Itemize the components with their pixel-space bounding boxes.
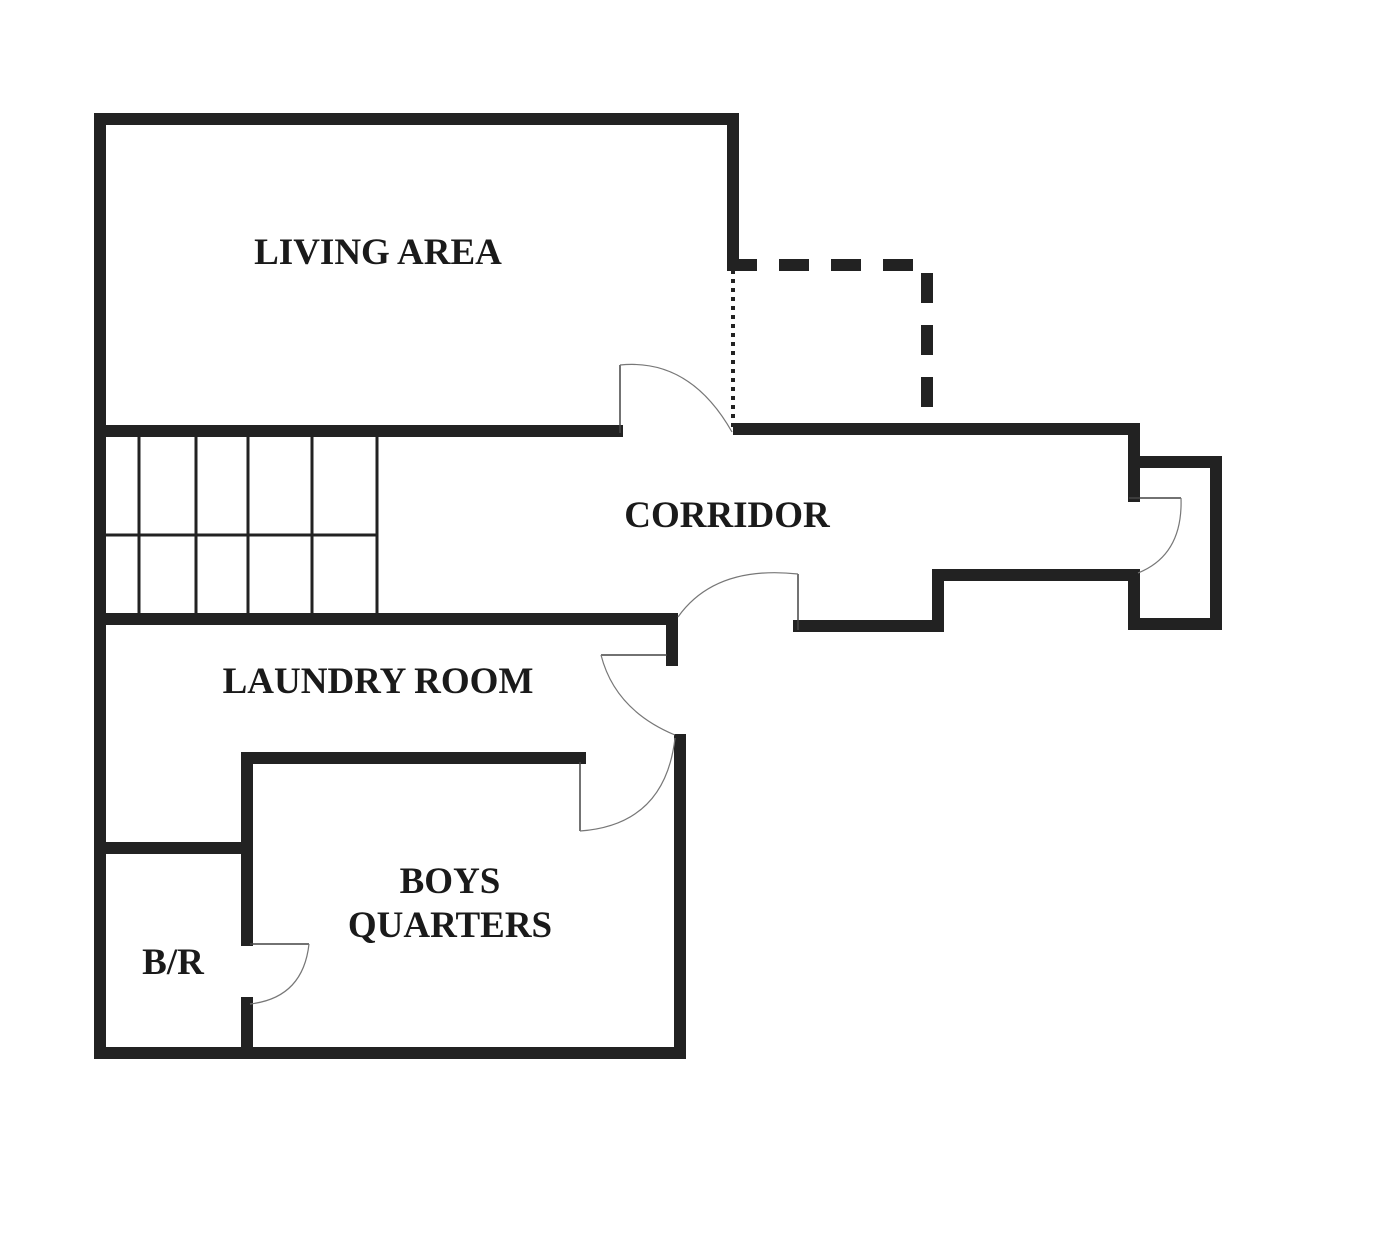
door-corridor-end	[1129, 497, 1182, 574]
corridor-bottom-wall	[793, 569, 1140, 632]
door-living-area	[619, 363, 733, 433]
label-boys-quarters-line2: QUARTERS	[348, 905, 552, 946]
door-laundry-room	[600, 654, 676, 736]
living-area-wall	[94, 113, 739, 1059]
corridor-end-annex	[1128, 456, 1222, 630]
label-bathroom: B/R	[142, 942, 205, 983]
corridor-top-wall	[733, 423, 1140, 502]
label-corridor: CORRIDOR	[624, 495, 831, 536]
dashed-extension	[727, 259, 933, 432]
staircase	[106, 437, 379, 613]
walls	[94, 113, 1222, 1059]
boys-quarters-top-wall	[241, 752, 586, 946]
door-corridor-bottom	[677, 572, 799, 630]
doors	[249, 363, 1182, 1005]
label-laundry-room: LAUNDRY ROOM	[223, 661, 534, 702]
laundry-top-wall	[94, 613, 678, 666]
dashed-wall	[727, 259, 933, 429]
label-boys-quarters-line1: BOYS	[400, 861, 501, 902]
door-boys-quarters	[579, 737, 676, 832]
door-bathroom	[249, 943, 310, 1005]
bottom-wall	[94, 734, 686, 1059]
room-labels: LIVING AREA CORRIDOR LAUNDRY ROOM BOYS Q…	[142, 232, 831, 983]
label-living-area: LIVING AREA	[254, 232, 502, 273]
